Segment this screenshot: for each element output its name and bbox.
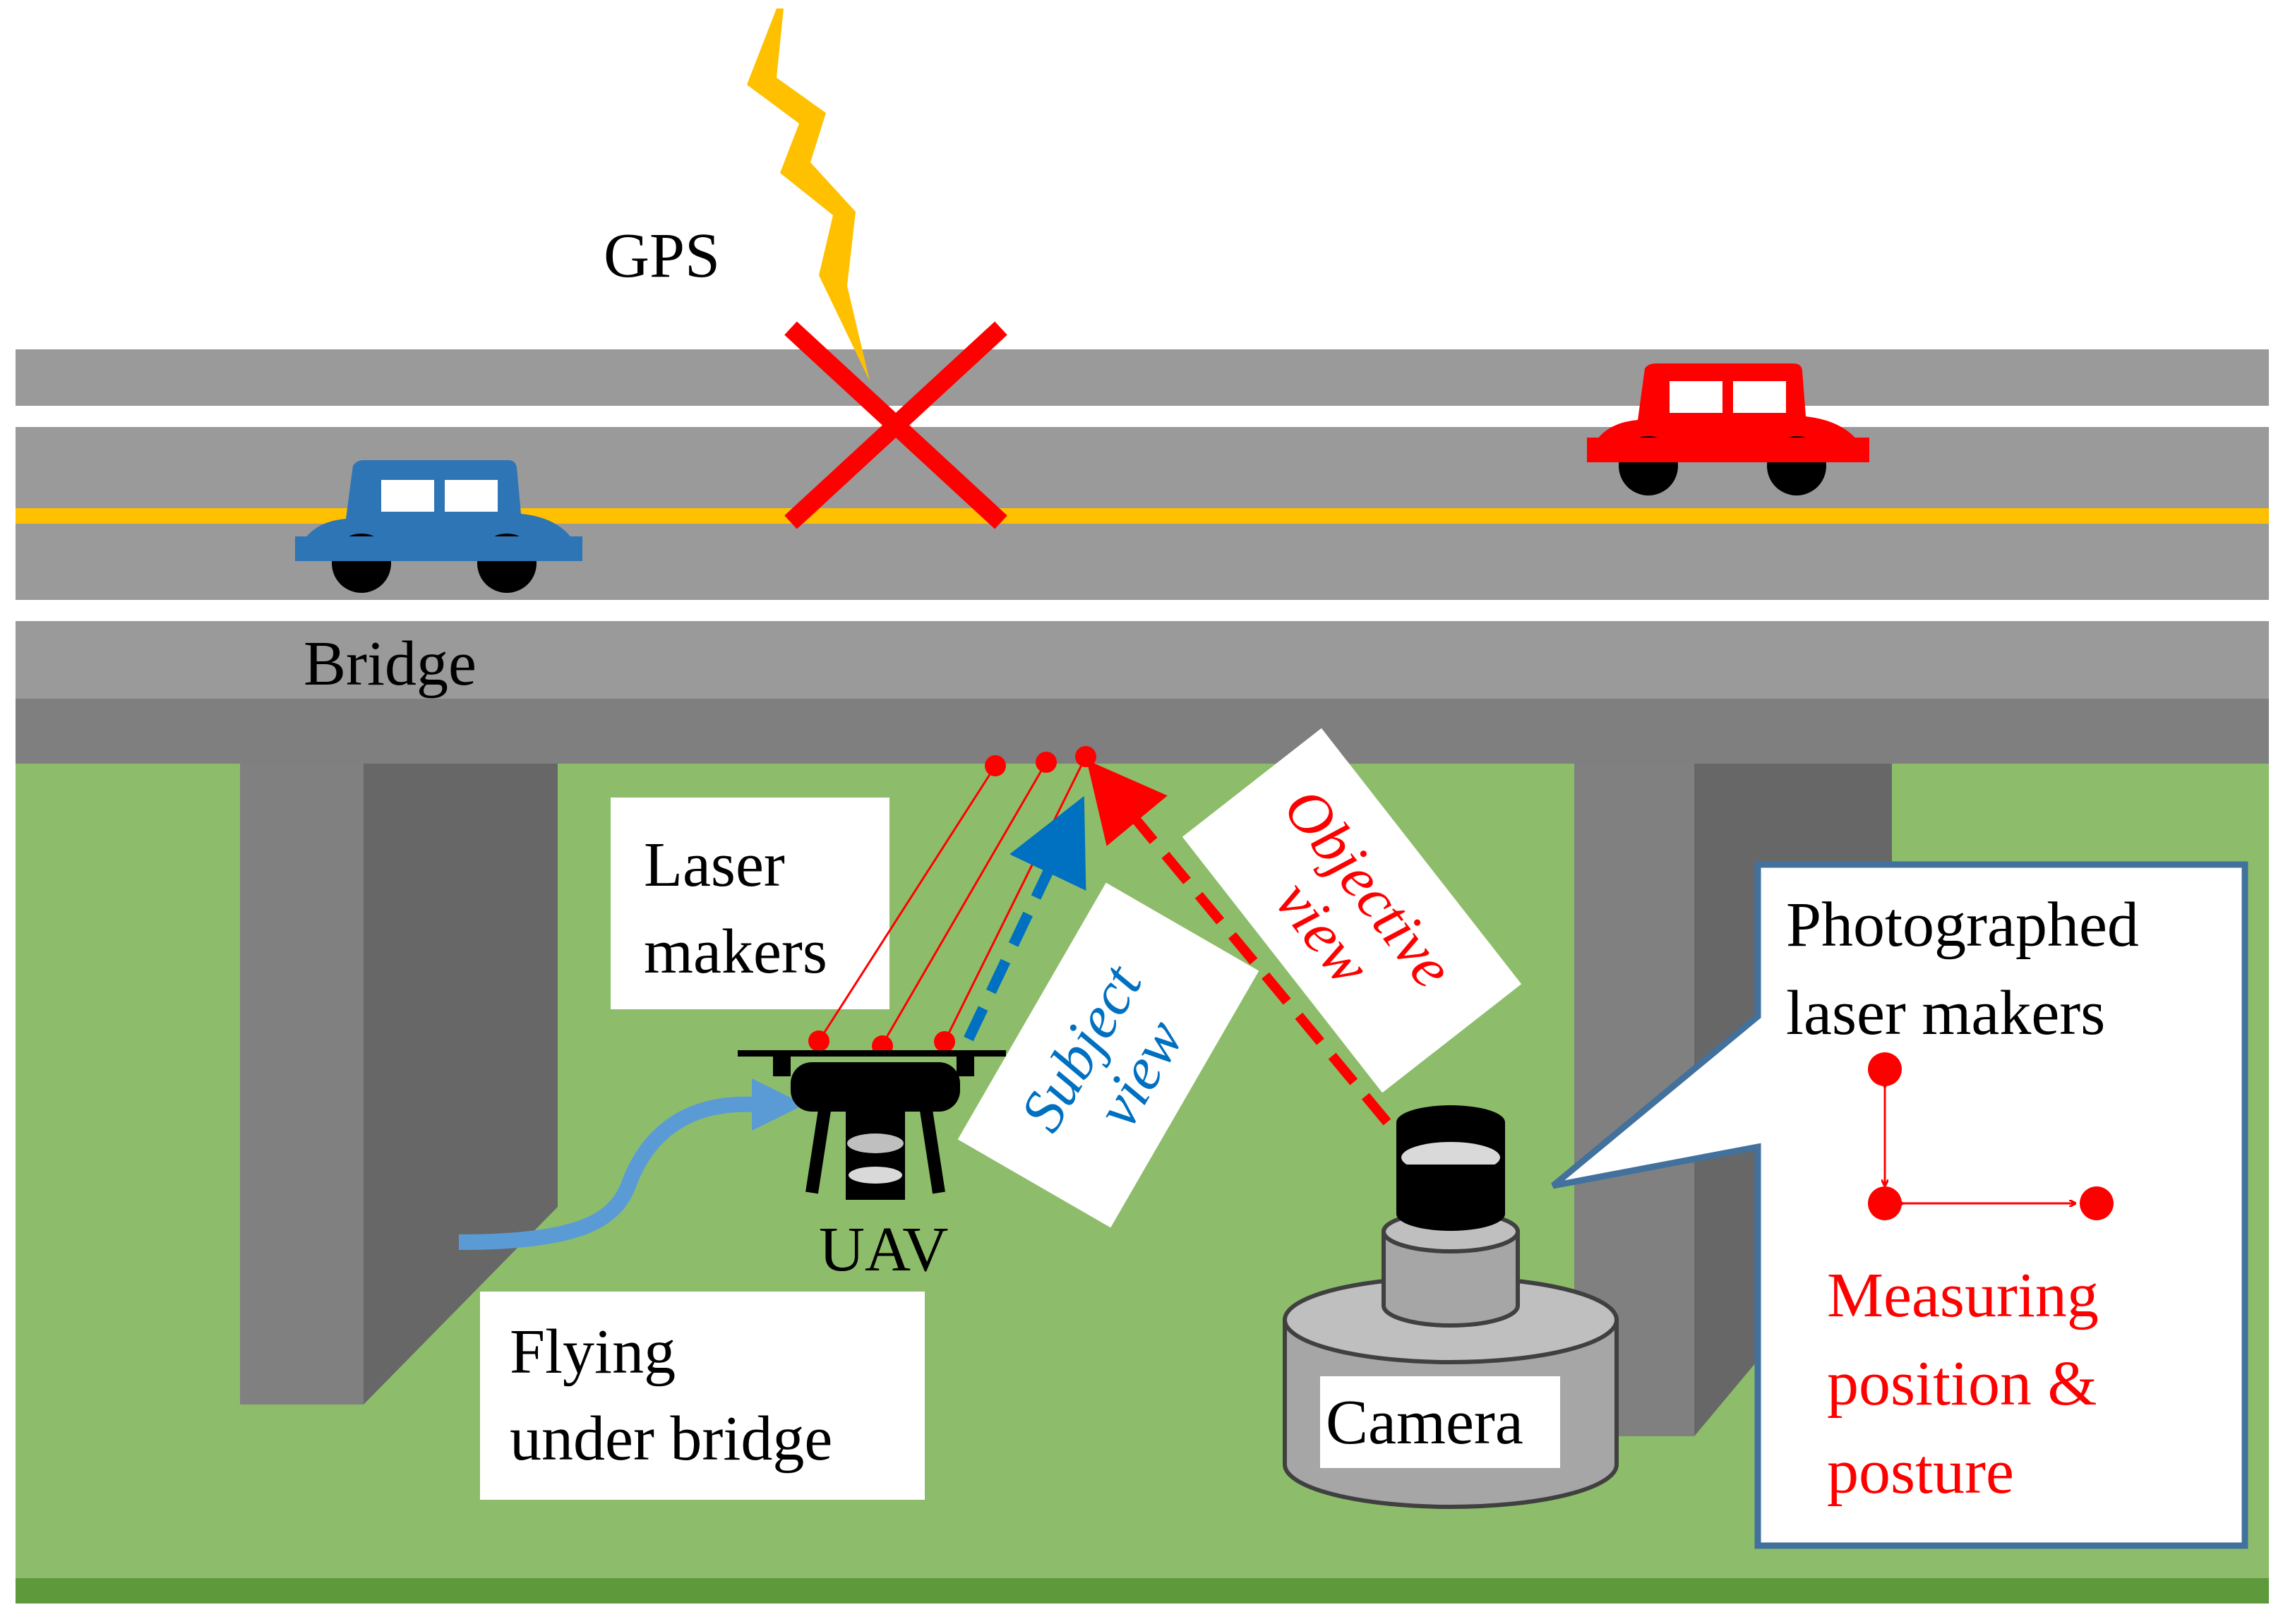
photographed-laser-makers-label: Photographed laser makers (1786, 890, 2155, 1048)
blue-car-icon (295, 460, 582, 593)
bridge-label: Bridge (304, 629, 477, 699)
subject-view-arrow-icon (964, 795, 1086, 1042)
bridge-deck (16, 349, 2269, 764)
objective-view-arrow-icon (1086, 759, 1391, 1126)
laser-dot-icon (1868, 1052, 1902, 1086)
laser-dot-icon (934, 1031, 955, 1052)
red-car-icon (1587, 363, 1869, 495)
objective-view-box (1182, 728, 1522, 1093)
laser-dot-icon (1868, 1186, 1902, 1220)
measuring-label: Measuring position & posture (1827, 1261, 2114, 1507)
camera-label-box (1320, 1376, 1560, 1468)
subject-view-box (957, 882, 1259, 1228)
flying-under-bridge-label: Flying under bridge (510, 1317, 832, 1474)
cross-mark-icon (784, 321, 1007, 529)
lane-line (16, 508, 2269, 524)
measurement-markers (1868, 1052, 2114, 1220)
flying-under-bridge-box (480, 1292, 925, 1500)
laser-dot-icon (2080, 1186, 2114, 1220)
laser-makers-label: Laser makers (644, 830, 827, 987)
gps-label: GPS (604, 221, 720, 291)
laser-dot-icon (1036, 752, 1057, 773)
laser-dot-icon (985, 755, 1006, 776)
uav-label: UAV (819, 1215, 948, 1285)
camera-label: Camera (1326, 1388, 1523, 1457)
laser-makers-box (611, 798, 889, 1009)
bridge-pier-left (240, 755, 558, 1405)
flight-path-arrowhead (752, 1078, 805, 1131)
laser-dot-icon (1075, 746, 1096, 767)
drone-icon (738, 1050, 1006, 1200)
laser-dot-icon (808, 1030, 829, 1052)
lightning-bolt-icon (747, 8, 870, 381)
flight-path-arrow-icon (458, 1096, 756, 1250)
ground-edge (16, 1578, 2269, 1604)
